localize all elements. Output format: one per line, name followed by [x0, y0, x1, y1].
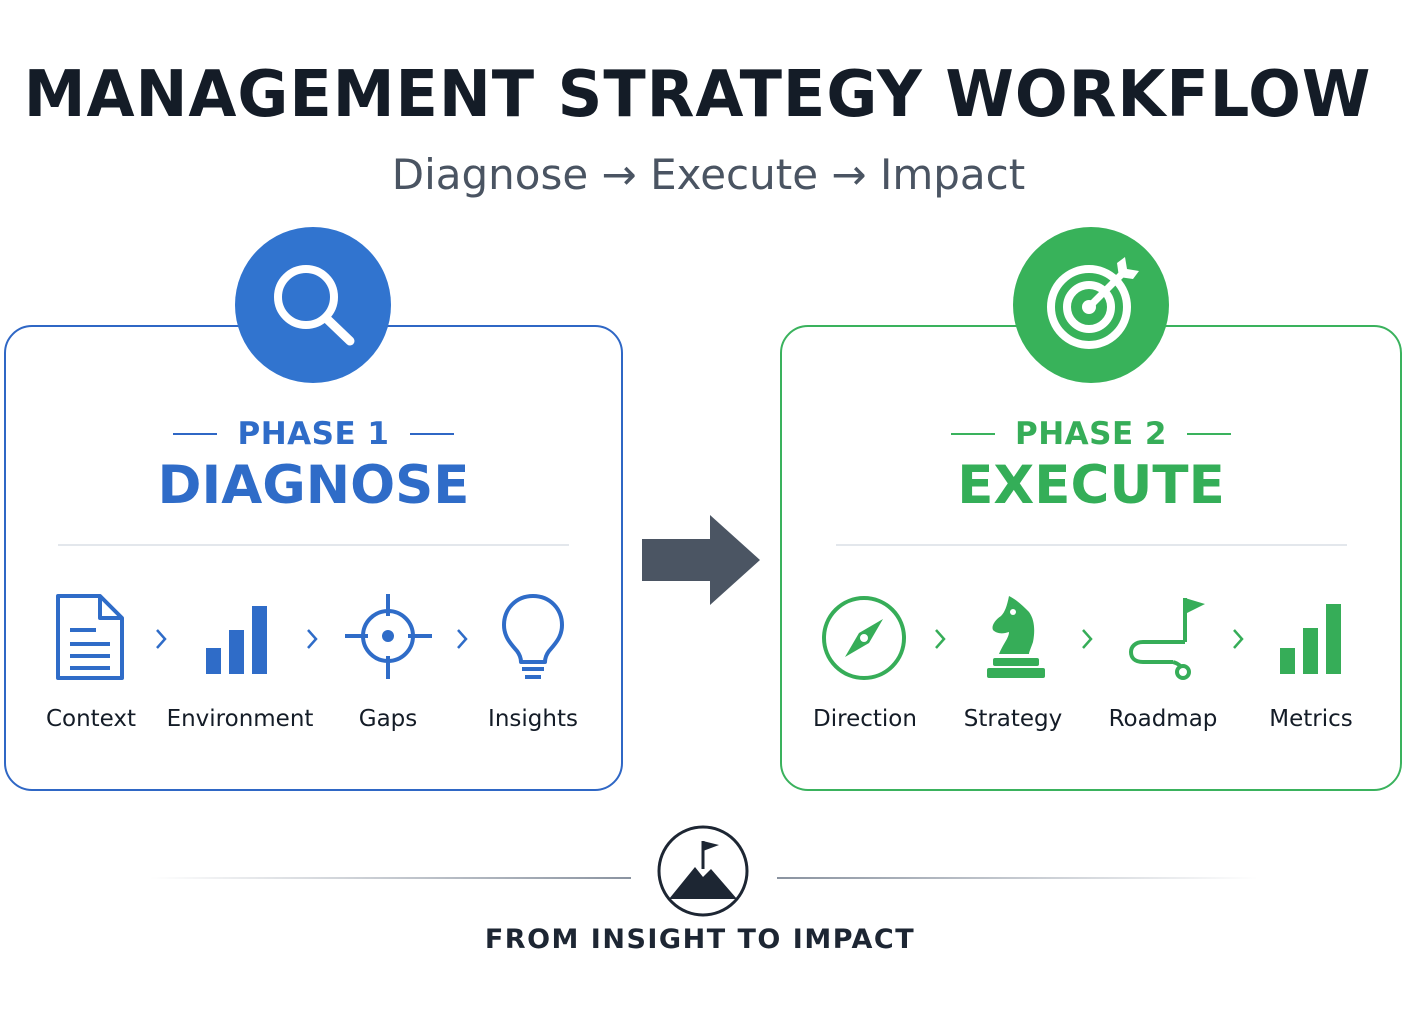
chevron-right-icon: [303, 624, 323, 654]
phase-transition-arrow: [640, 513, 764, 607]
step-label-gaps: Gaps: [358, 706, 418, 732]
chevron-right-icon: [931, 624, 951, 654]
magnifier-icon: [274, 265, 355, 346]
chess-knight-icon: [969, 592, 1059, 682]
chevron-right-icon: [152, 624, 172, 654]
phase-2-panel: [780, 325, 1402, 791]
phase-2-label-row: PHASE 2: [780, 412, 1402, 456]
step-label-context: Context: [45, 706, 137, 732]
roadmap-flag-icon: [1123, 592, 1213, 682]
crosshair-icon: [343, 592, 433, 682]
phase-1-label: PHASE 1: [237, 416, 390, 452]
compass-icon: [819, 592, 909, 682]
lightbulb-icon: [488, 592, 578, 682]
step-label-strategy: Strategy: [963, 706, 1063, 732]
phase-1-rule-left: [173, 433, 218, 435]
target-icon: [1047, 257, 1139, 349]
bar-chart-icon: [196, 592, 286, 682]
step-label-metrics: Metrics: [1269, 706, 1353, 732]
step-label-environment: Environment: [166, 706, 314, 732]
chevron-right-icon: [453, 624, 473, 654]
phase-1-name: DIAGNOSE: [157, 455, 470, 516]
mountain-flag-icon: [655, 823, 751, 919]
phase-1-badge: [235, 227, 391, 383]
footer-tagline: FROM INSIGHT TO IMPACT: [484, 924, 916, 955]
phase-1-rule-right: [409, 433, 454, 435]
chevron-right-icon: [1229, 624, 1249, 654]
step-label-insights: Insights: [488, 706, 578, 732]
page-subtitle: Diagnose → Execute → Impact: [391, 150, 1026, 199]
phase-1-label-row: PHASE 1: [4, 412, 623, 456]
footer-rule-right: [777, 877, 1258, 879]
chevron-right-icon: [1078, 624, 1098, 654]
document-icon: [46, 592, 136, 682]
phase-2-rule-left: [950, 433, 995, 435]
phase-2-divider: [836, 544, 1347, 546]
page-title: MANAGEMENT STRATEGY WORKFLOW: [23, 58, 1372, 132]
step-label-direction: Direction: [813, 706, 917, 732]
footer-rule-left: [150, 877, 631, 879]
phase-1-divider: [58, 544, 569, 546]
bar-chart-icon: [1270, 592, 1360, 682]
phase-2-rule-right: [1187, 433, 1232, 435]
phase-2-badge: [1013, 227, 1169, 383]
phase-1-panel: [4, 325, 623, 791]
phase-2-label: PHASE 2: [1014, 416, 1168, 452]
step-label-roadmap: Roadmap: [1108, 706, 1218, 732]
phase-2-name: EXECUTE: [957, 455, 1225, 516]
